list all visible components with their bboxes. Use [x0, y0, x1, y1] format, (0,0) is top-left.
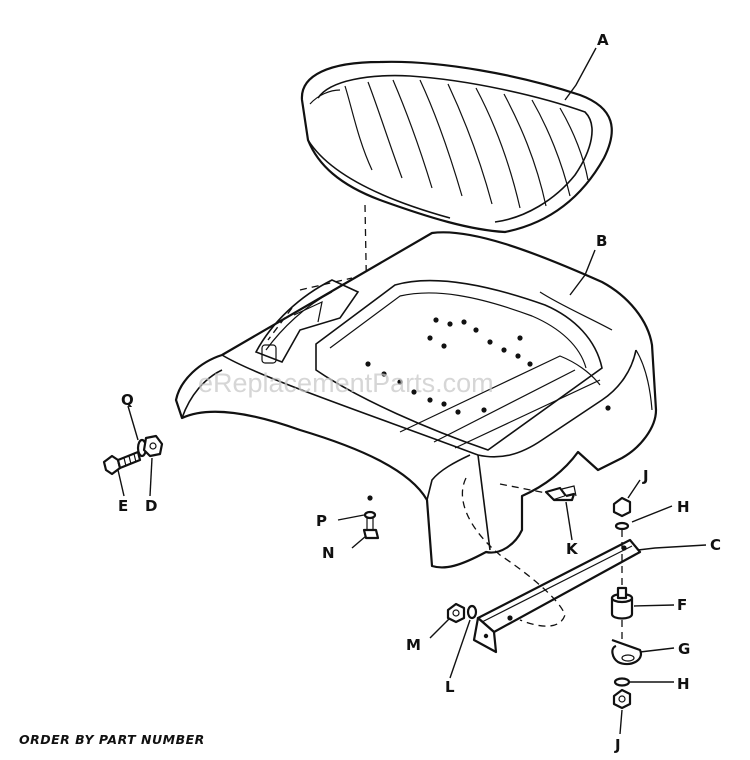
callout-j-lower: J — [614, 736, 621, 754]
alignment-line-k — [499, 483, 547, 494]
callout-h-upper: H — [677, 498, 690, 516]
callout-j-upper: J — [642, 467, 649, 485]
callout-b: B — [596, 232, 607, 250]
callout-p: P — [316, 512, 327, 530]
callout-c: C — [710, 536, 721, 554]
callout-g: G — [678, 640, 690, 658]
callout-q: Q — [121, 391, 134, 409]
hardware-p-n — [362, 510, 380, 540]
hardware-m-l — [446, 602, 478, 624]
callout-l: L — [445, 678, 455, 696]
callout-n: N — [322, 544, 335, 562]
callout-k: K — [566, 540, 579, 558]
hardware-e-q-d — [102, 434, 164, 476]
seat-cushion-part-a — [300, 60, 613, 234]
callout-m: M — [406, 636, 421, 654]
fender-pan-part-b — [174, 231, 658, 569]
support-bracket-part-c — [461, 477, 642, 654]
callout-e: E — [118, 497, 128, 515]
callout-f: F — [677, 596, 687, 614]
callout-h-lower: H — [677, 675, 690, 693]
leader-lines — [117, 47, 707, 735]
watermark: eReplacementParts.com — [198, 368, 494, 398]
callout-d: D — [145, 497, 157, 515]
order-note: ORDER BY PART NUMBER — [19, 732, 205, 747]
hardware-k — [544, 485, 577, 502]
callout-a: A — [597, 31, 609, 49]
hardware-j-h-f-g — [610, 496, 643, 710]
